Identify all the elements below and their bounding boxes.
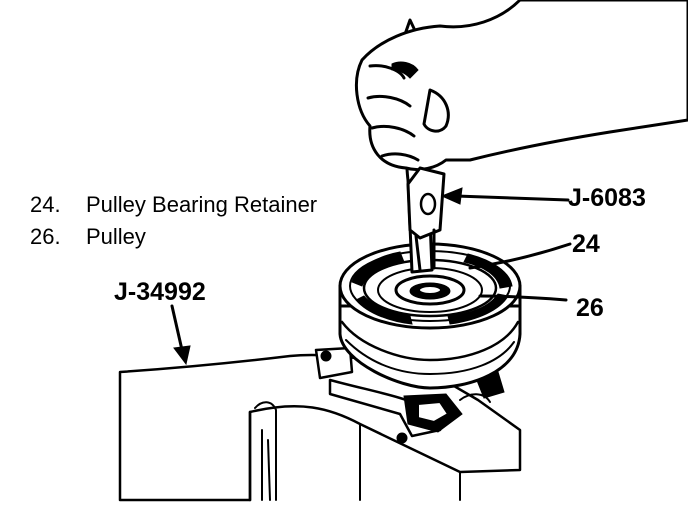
callout-tool-remover: J-6083: [568, 184, 646, 212]
holder-fixture: [118, 353, 522, 502]
legend-item-24-number: 24.: [30, 192, 61, 217]
legend-item-26-number: 26.: [30, 224, 61, 249]
callout-part-pulley: 26: [576, 294, 604, 322]
pulley: [338, 242, 522, 390]
legend-item-26-text: Pulley: [86, 224, 146, 249]
legend-item-24-text: Pulley Bearing Retainer: [86, 192, 317, 217]
leader-lines: [170, 187, 572, 366]
hand-with-tool: [355, 0, 688, 274]
callout-part-retainer: 24: [572, 230, 600, 258]
callout-tool-holder: J-34992: [114, 278, 206, 306]
